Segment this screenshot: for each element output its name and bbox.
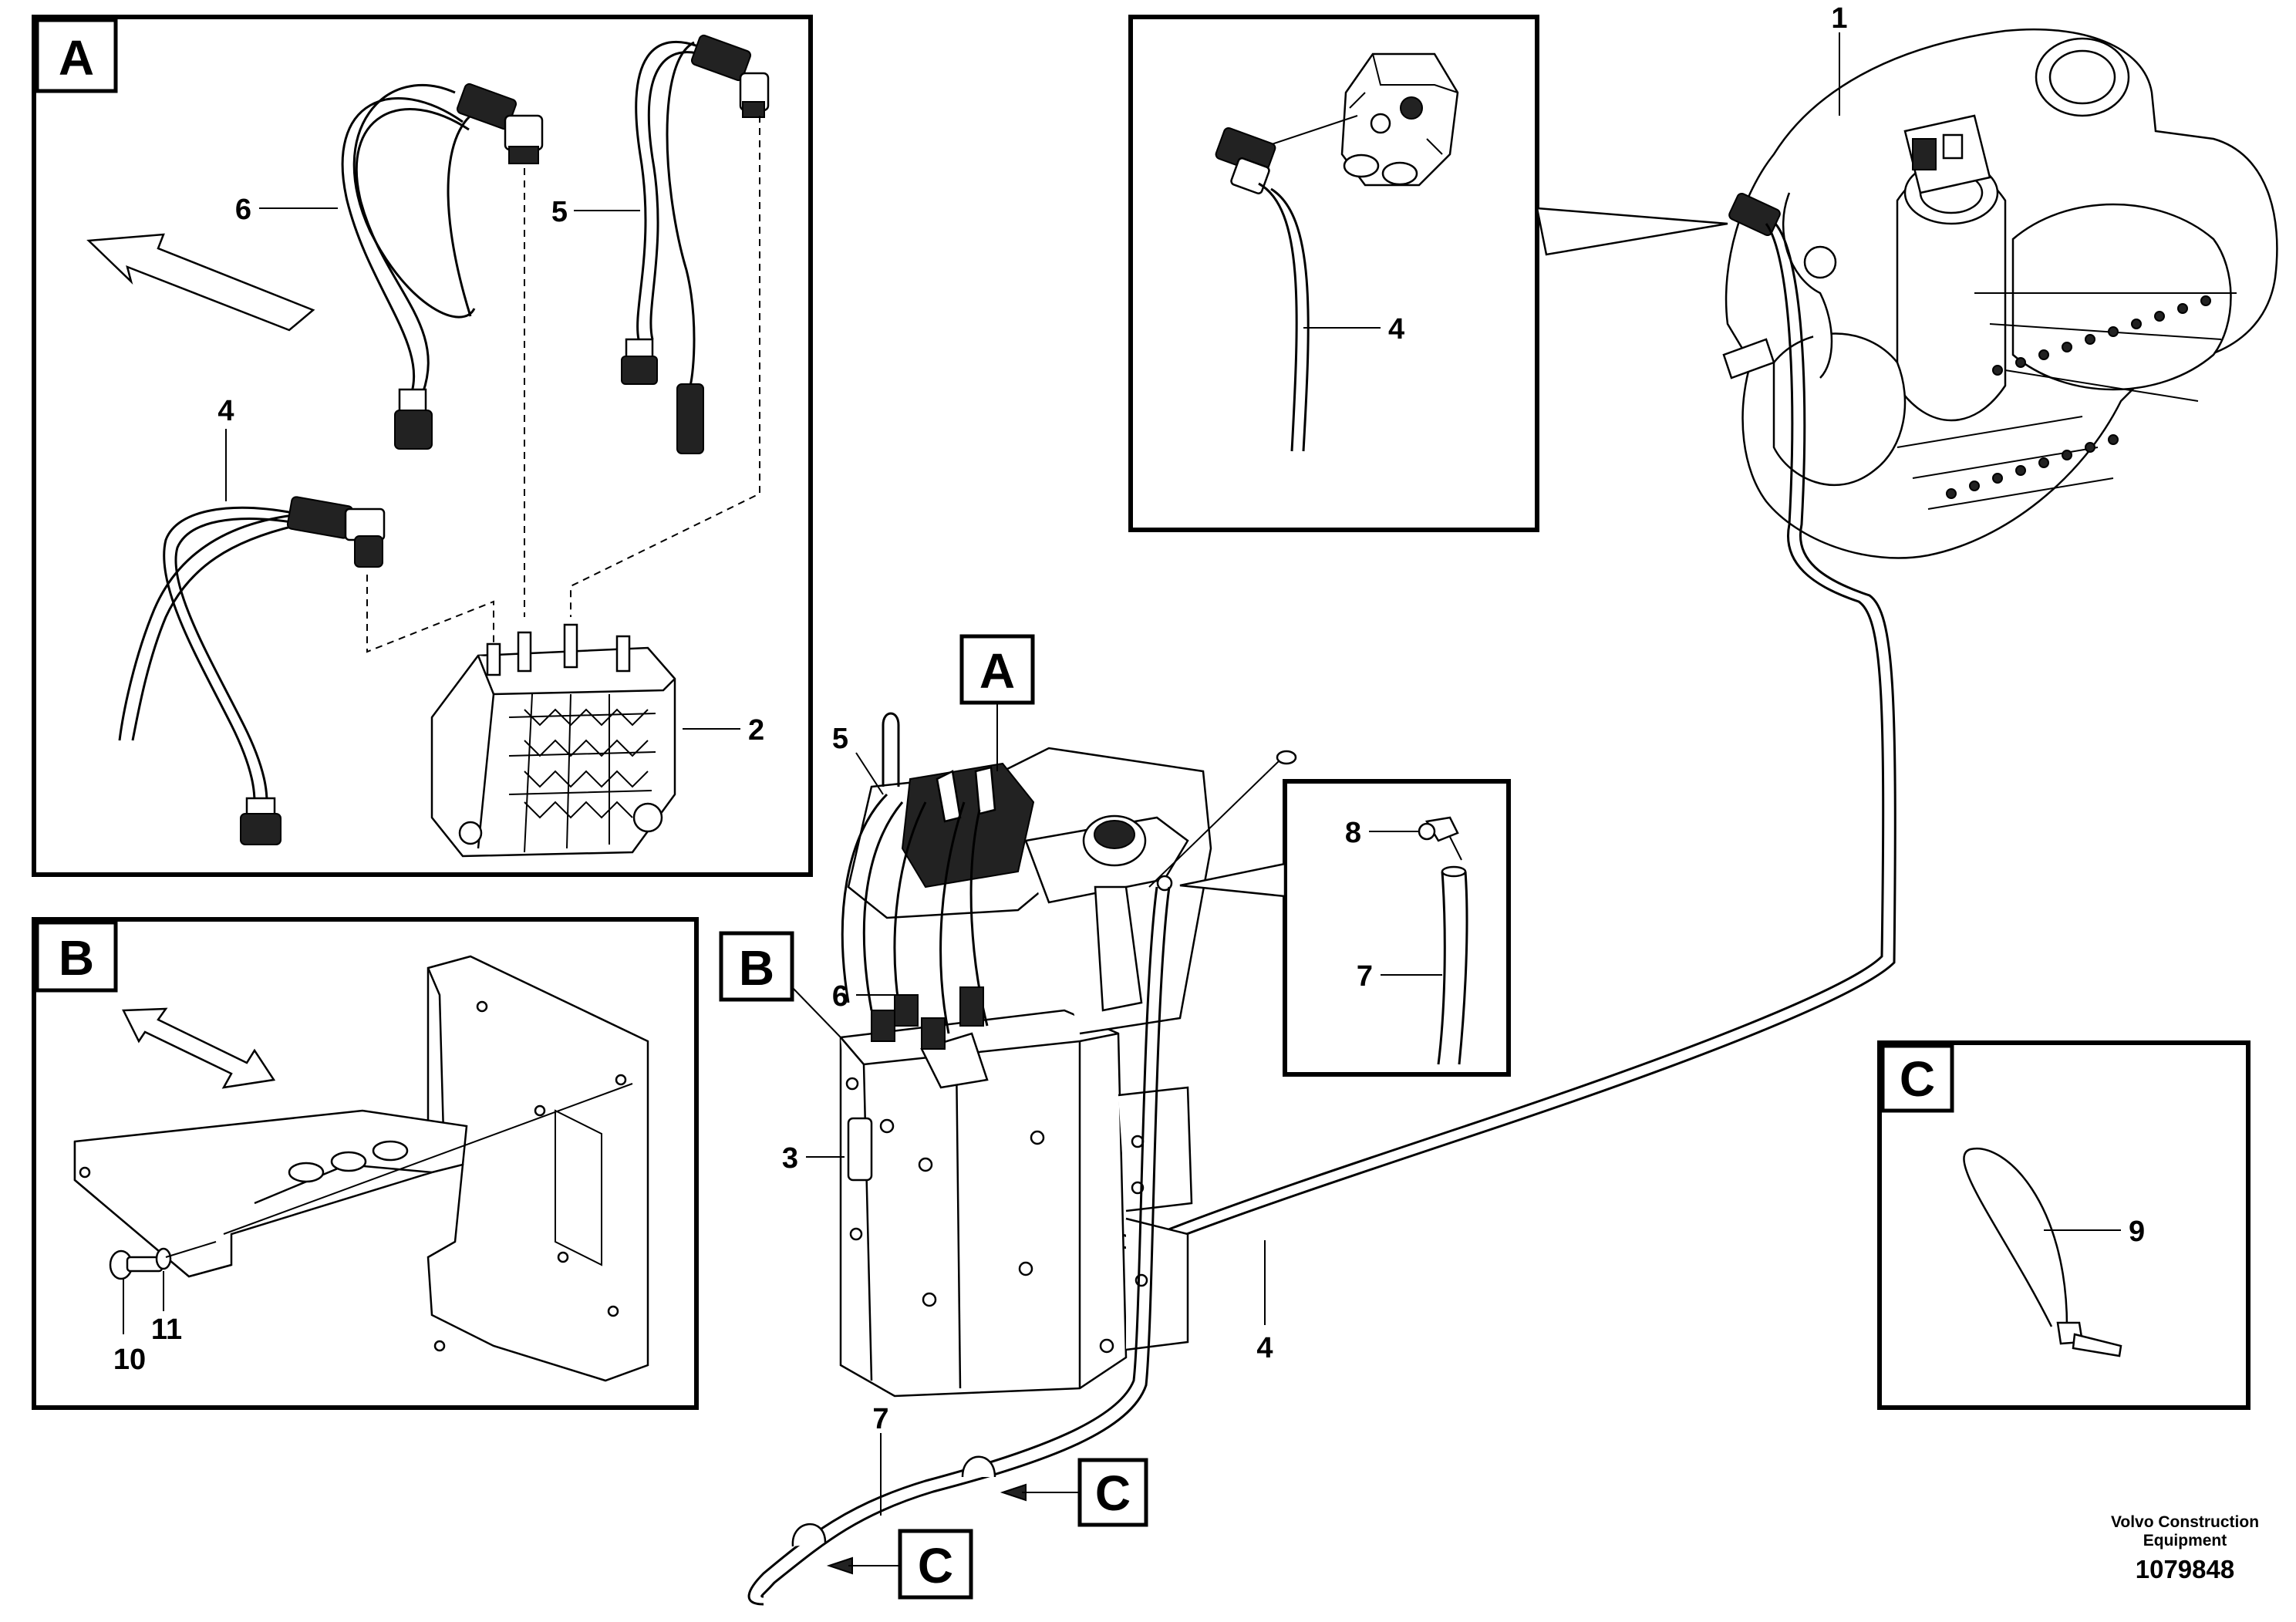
washer-11: [155, 1247, 172, 1270]
direction-arrow-icon-b: [122, 1007, 276, 1089]
callout-10: 10: [113, 1344, 146, 1376]
svg-text:C: C: [1095, 1465, 1131, 1521]
callout-11: 11: [151, 1313, 182, 1346]
callout-2: 2: [748, 714, 764, 747]
callout-5: 5: [551, 196, 568, 228]
callout-7-detail: 7: [1357, 960, 1373, 993]
detail-c-label: C: [1900, 1051, 1935, 1107]
dosing-module-2: [430, 623, 676, 858]
hose-4-sensor: [1215, 126, 1310, 452]
callout-7-main: 7: [872, 1403, 888, 1435]
credit-line-2: Equipment: [2143, 1532, 2227, 1549]
fitting-8: [1418, 816, 1462, 861]
svg-text:B: B: [739, 940, 774, 996]
callout-6: 6: [235, 194, 251, 226]
view-tag-c-lower: C: [826, 1529, 973, 1600]
callout-4-main: 4: [1256, 1332, 1273, 1364]
detail-a-label: A: [59, 30, 94, 86]
svg-text:C: C: [918, 1538, 953, 1593]
engine-assembly-1: [1722, 28, 2278, 559]
callout-9: 9: [2129, 1216, 2145, 1248]
hose-4-detail-a: [118, 496, 386, 845]
def-tank-assembly-3: [839, 712, 1297, 1398]
screw-10: [109, 1249, 164, 1280]
svg-text:A: A: [979, 643, 1015, 699]
detail-a-panel: A 6 5: [32, 15, 813, 877]
document-number: 1079848: [2136, 1555, 2234, 1583]
view-tag-c-upper: C: [1000, 1458, 1148, 1527]
detail-c-panel: C 9: [1877, 1040, 2250, 1410]
credit-line-1: Volvo Construction: [2111, 1513, 2259, 1531]
hose-6: [341, 83, 544, 450]
fitting-detail-panel: 8 7: [1179, 779, 1511, 1077]
hose-5: [621, 34, 770, 454]
cable-tie-9: [1963, 1147, 2122, 1357]
hose-7-main: [747, 886, 1171, 1606]
mounting-bracket: [73, 955, 649, 1382]
detail-b-panel: B: [32, 917, 699, 1410]
callout-1: 1: [1831, 2, 1847, 35]
callout-4-detail-a: 4: [217, 395, 234, 427]
sensor-detail-panel: 4: [1128, 15, 1728, 532]
callout-8: 8: [1345, 817, 1361, 849]
callout-4-sensor: 4: [1388, 313, 1404, 346]
view-tag-a: A: [959, 634, 1035, 771]
sensor-module: [1340, 52, 1459, 187]
callout-5-tank: 5: [832, 723, 848, 755]
hose-7-detail: [1437, 865, 1468, 1065]
detail-b-label: B: [59, 930, 94, 986]
direction-arrow-icon: [86, 233, 315, 332]
footer: Volvo Construction Equipment 1079848: [2111, 1513, 2259, 1583]
callout-6-tank: 6: [832, 980, 848, 1013]
callout-3: 3: [782, 1142, 798, 1175]
view-tag-b: B: [719, 931, 841, 1038]
